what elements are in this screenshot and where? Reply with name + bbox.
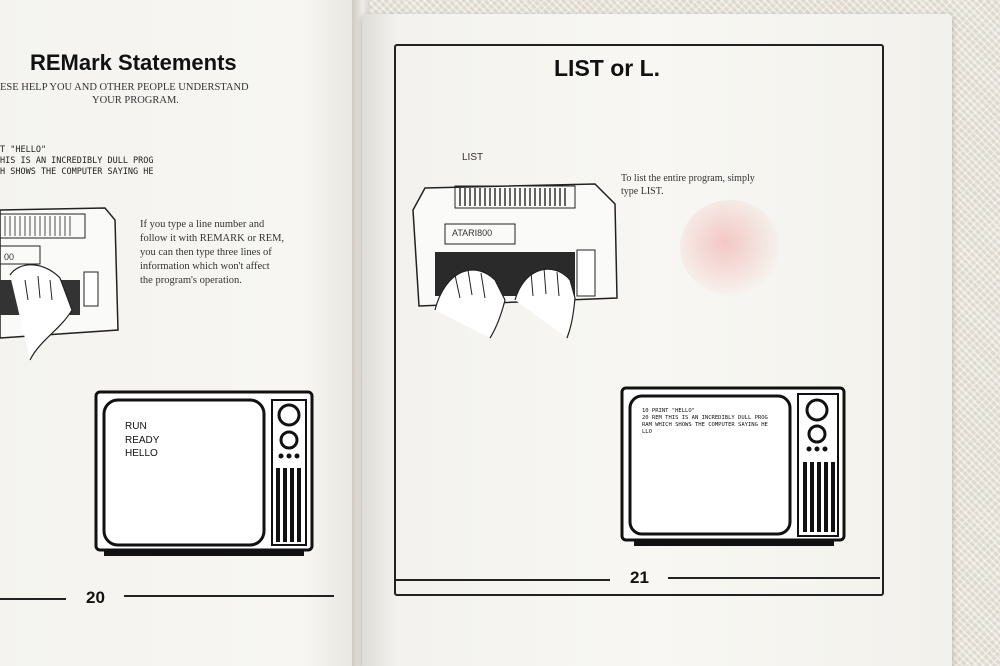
right-paragraph: To list the entire program, simply type …	[621, 172, 755, 199]
left-code-line-2: HIS IS AN INCREDIBLY DULL PROG	[0, 156, 154, 166]
left-page-title: REMark Statements	[30, 50, 237, 75]
left-footer-rule-2	[124, 595, 334, 597]
right-para-line: To list the entire program, simply	[621, 173, 755, 184]
right-page-number: 21	[630, 568, 649, 587]
left-para-line: information which won't affect	[140, 260, 270, 272]
right-tv-screen: 10 PRINT "HELLO" 20 REM THIS IS AN INCRE…	[642, 408, 768, 437]
left-intro-line-2: YOUR PROGRAM.	[92, 95, 179, 106]
left-paragraph: If you type a line number and follow it …	[140, 218, 284, 288]
right-page-title: LIST or L.	[554, 55, 661, 81]
right-footer-rule-2	[668, 577, 880, 579]
left-keyboard-label: 00	[4, 252, 15, 262]
left-para-line: If you type a line number and	[140, 219, 265, 230]
right-page-frame	[394, 44, 884, 596]
left-tv-screen: RUN READY HELLO	[125, 420, 159, 461]
right-tv-line: RAM WHICH SHOWS THE COMPUTER SAYING HE	[642, 422, 768, 429]
left-tv-line: HELLO	[125, 448, 158, 459]
left-para-line: you can then type three lines of	[140, 246, 272, 258]
right-tv-line: LLO	[642, 429, 652, 436]
right-tv-illustration	[620, 386, 846, 546]
thumb-blur	[680, 200, 780, 295]
left-code-line-1: T "HELLO"	[0, 145, 47, 155]
right-footer-rule	[395, 579, 610, 581]
left-tv-illustration	[94, 390, 314, 556]
left-intro-line-1: ESE HELP YOU AND OTHER PEOPLE UNDERSTAND	[0, 82, 249, 93]
left-tv-line: RUN	[125, 421, 147, 432]
right-page	[362, 14, 952, 666]
left-tv-line: READY	[125, 434, 160, 446]
left-para-line: follow it with REMARK or REM,	[140, 232, 285, 244]
right-para-line: type LIST.	[621, 186, 664, 198]
list-command-text: LIST	[462, 152, 484, 163]
right-keyboard-illustration	[412, 183, 618, 339]
right-tv-line: 10 PRINT "HELLO"	[642, 408, 695, 414]
left-keyboard-illustration	[0, 207, 119, 361]
right-keyboard-label: ATARI800	[452, 228, 493, 238]
left-code-line-3: H SHOWS THE COMPUTER SAYING HE	[0, 167, 154, 177]
left-footer-rule	[0, 598, 66, 600]
left-para-line: the program's operation.	[140, 274, 242, 286]
left-page-number: 20	[86, 588, 105, 607]
right-tv-line: 20 REM THIS IS AN INCREDIBLY DULL PROG	[642, 415, 768, 422]
